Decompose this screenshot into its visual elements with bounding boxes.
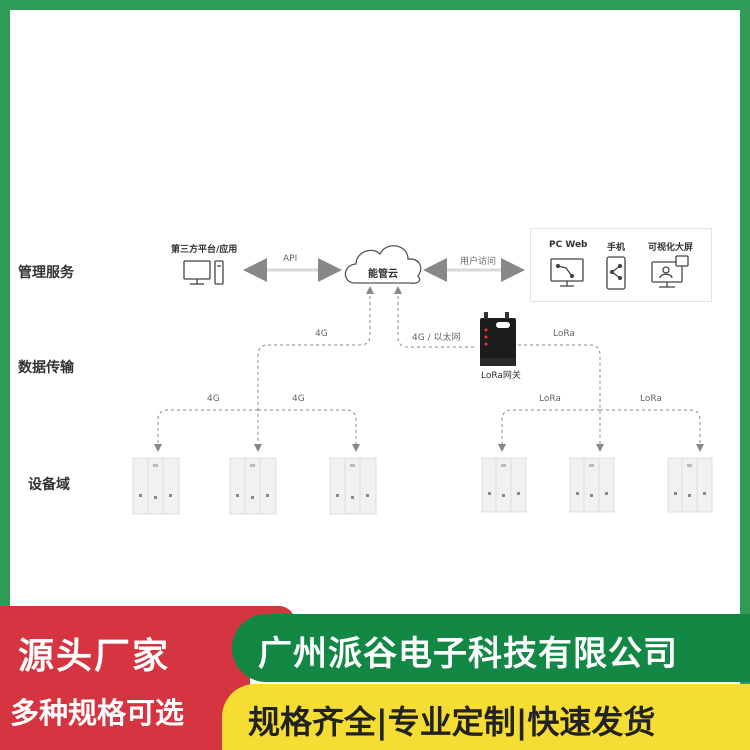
frame-top-border bbox=[0, 0, 750, 10]
banner-green bbox=[232, 614, 750, 682]
frame-right-border bbox=[740, 0, 750, 750]
phone-icon bbox=[606, 256, 626, 290]
frame-left-border bbox=[0, 0, 10, 750]
cloud-label: 能管云 bbox=[368, 269, 398, 280]
section-label-device-domain: 设备域 bbox=[28, 477, 70, 493]
big-screen-icon bbox=[651, 255, 689, 288]
computer-icon bbox=[183, 260, 224, 285]
link-label-4g-ethernet: 4G / 以太网 bbox=[412, 333, 461, 343]
pc-web-icon bbox=[550, 258, 584, 287]
cloud-icon bbox=[344, 245, 422, 284]
link-label-4g-left: 4G bbox=[207, 394, 220, 404]
access-item-phone: 手机 bbox=[607, 243, 626, 253]
link-label-4g-cloud: 4G bbox=[315, 329, 328, 339]
access-item-big-screen: 可视化大屏 bbox=[648, 243, 694, 253]
switch-panel bbox=[481, 457, 527, 513]
section-label-transmission: 数据传输 bbox=[18, 360, 74, 376]
banner-slogan: 规格齐全|专业定制|快速发货 bbox=[248, 703, 656, 741]
banner-yellow bbox=[222, 684, 750, 750]
switch-panel bbox=[569, 457, 615, 513]
banner-red bbox=[0, 606, 250, 750]
banner-company-name: 广州派谷电子科技有限公司 bbox=[258, 634, 678, 674]
user-access-label: 用户访问 bbox=[460, 257, 497, 267]
link-label-4g-right: 4G bbox=[292, 394, 305, 404]
api-label: API bbox=[283, 254, 298, 264]
section-label-management: 管理服务 bbox=[18, 265, 74, 281]
banner-left-line1: 源头厂家 bbox=[18, 636, 171, 677]
switch-panel bbox=[329, 457, 377, 515]
switch-panel bbox=[132, 457, 180, 515]
third-party-label: 第三方平台/应用 bbox=[171, 245, 238, 255]
link-label-lora-gateway: LoRa bbox=[553, 329, 575, 339]
link-label-lora-right: LoRa bbox=[640, 394, 662, 404]
switch-panels bbox=[132, 457, 713, 515]
switch-panel bbox=[667, 457, 713, 513]
gateway-label: LoRa网关 bbox=[481, 371, 521, 381]
lora-gateway-icon bbox=[480, 312, 516, 366]
banner-left-line2: 多种规格可选 bbox=[10, 696, 185, 730]
network-links bbox=[154, 286, 704, 452]
switch-panel bbox=[229, 457, 277, 515]
access-item-pc-web: PC Web bbox=[549, 240, 588, 250]
link-label-lora-left: LoRa bbox=[539, 394, 561, 404]
